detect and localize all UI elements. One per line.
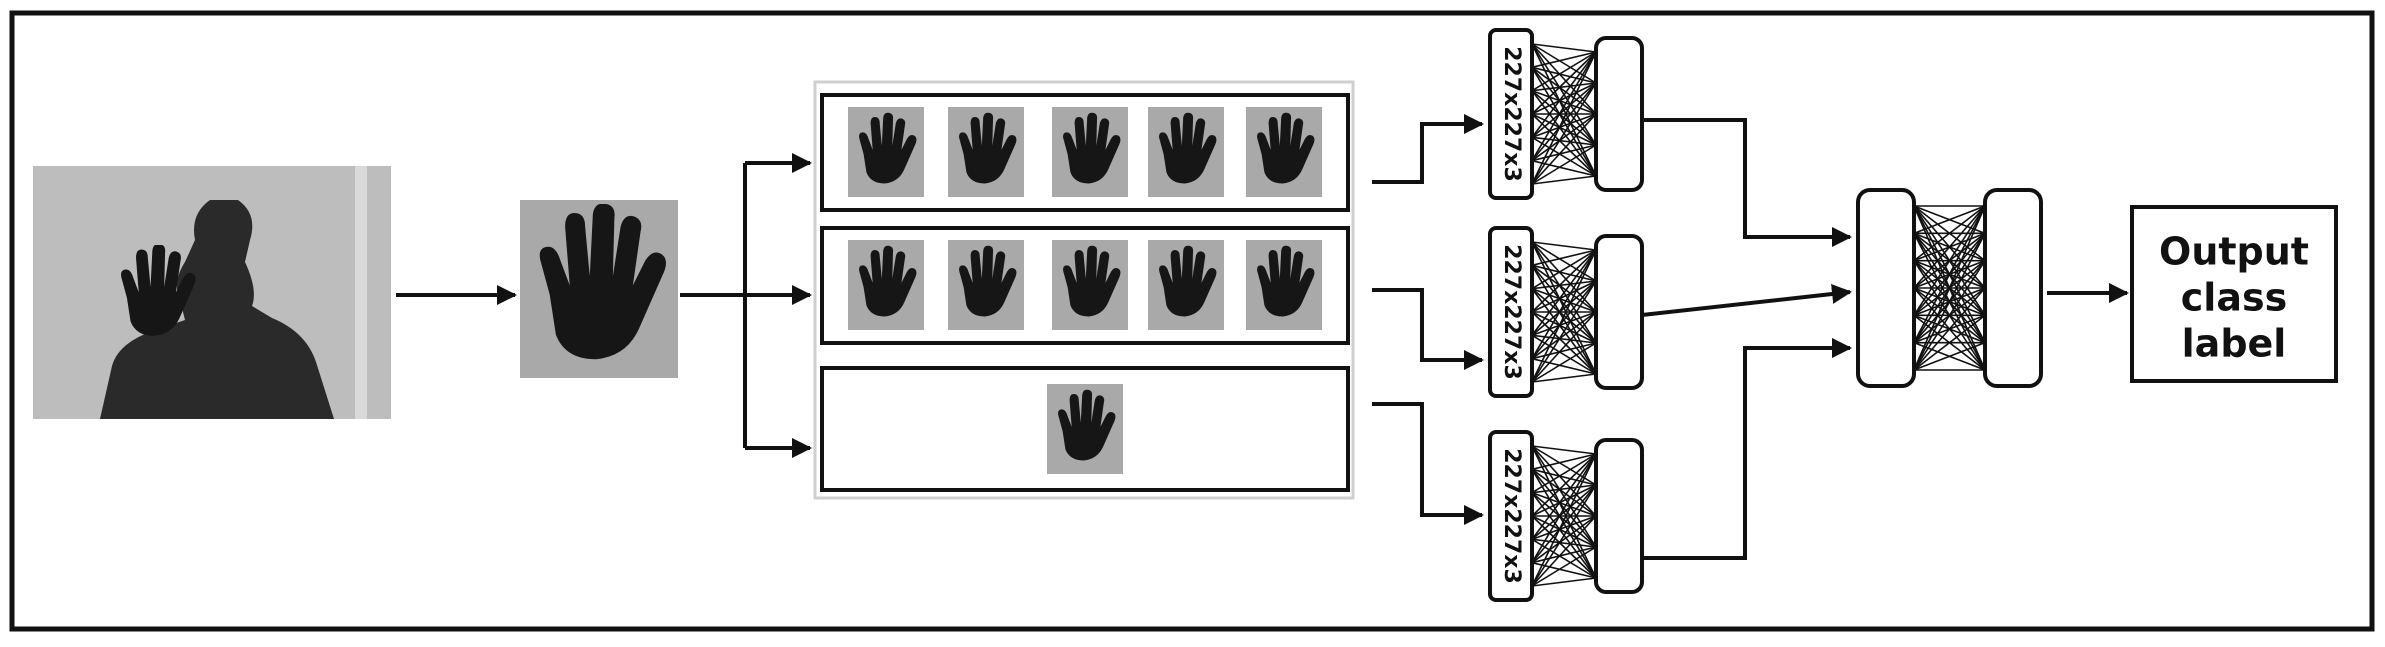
outer-frame [9,10,2375,632]
cnn-layer: 227x227x3 227x227x3 227x227x3 [1488,28,1644,602]
cnn-block: 227x227x3 [1488,28,1644,200]
frame-thumbnail [948,240,1024,330]
frame-thumbnail [948,107,1024,197]
frame-thumbnail [1047,384,1123,474]
output-label-line-3: label [2182,322,2287,366]
frame-thumbnail [1148,107,1224,197]
cnn-input-size-label: 227x227x3 [1499,46,1524,182]
cnn-connections [1531,445,1597,587]
arrow-cnn1-to-fusion [1642,118,1852,247]
fusion-layer-1 [1856,188,1916,388]
arrow-stream1-to-cnn1 [1372,114,1484,184]
cnn-block: 227x227x3 [1488,226,1644,398]
output-box: Output class label [2130,205,2338,383]
frame-thumbnail [1246,107,1322,197]
segmented-hand-image [520,200,678,378]
frame-thumbnail [848,240,924,330]
cnn-connections [1531,241,1597,383]
fusion-network [1856,188,2043,388]
cnn-input-size-label: 227x227x3 [1499,448,1524,584]
input-depth-image [33,166,391,419]
frames-layer [848,107,1322,474]
arrow-cnn3-to-fusion [1642,338,1852,560]
fusion-layer-2 [1983,188,2043,388]
cnn-input-size-label: 227x227x3 [1499,244,1524,380]
cnn-connections [1531,43,1597,185]
frame-thumbnail [1052,240,1128,330]
cnn-block: 227x227x3 [1488,430,1644,602]
frame-thumbnail [848,107,924,197]
connectors [396,114,2129,560]
output-label-line-2: class [2181,276,2287,320]
frame-thumbnail [1148,240,1224,330]
arrow-stream2-to-cnn2 [1372,288,1484,370]
fusion-connections [1913,205,1986,371]
output-label-line-1: Output [2159,230,2309,274]
arrow-cnn2-to-fusion [1641,284,1852,317]
arrow-stream3-to-cnn3 [1372,402,1484,525]
frame-thumbnail [1052,107,1128,197]
frame-thumbnail [1246,240,1322,330]
